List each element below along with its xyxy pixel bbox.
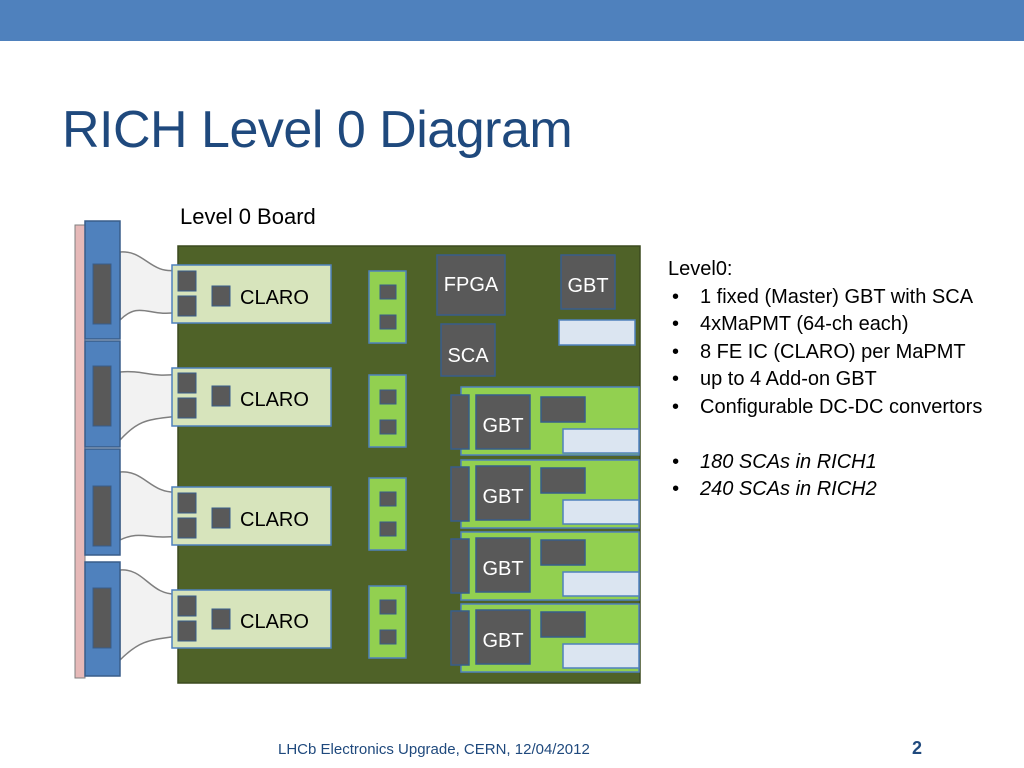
claro-connector-pin [177, 620, 197, 642]
notes-heading: Level0: [668, 258, 733, 280]
note-item: up to 4 Add-on GBT [668, 366, 1008, 394]
claro-module-4 [171, 589, 332, 649]
addon-connector [450, 466, 470, 522]
ribbon-cable-2 [119, 370, 179, 442]
notes-panel: Level0: 1 fixed (Master) GBT with SCA 4x… [668, 256, 1008, 504]
dcdc-chip [379, 419, 397, 435]
sca-count-list: 180 SCAs in RICH1 240 SCAs in RICH2 [668, 449, 1008, 504]
addon-connector [450, 394, 470, 450]
dcdc-chip [379, 629, 397, 645]
addon-small-chip [540, 396, 586, 423]
dcdc-chip [379, 491, 397, 507]
addon-gbt-label: GBT [482, 486, 523, 508]
note-item: Configurable DC-DC convertors [668, 394, 1008, 422]
claro-connector-pin [177, 295, 197, 317]
board-label: Level 0 Board [180, 204, 316, 229]
sca-count-item: 240 SCAs in RICH2 [668, 476, 1008, 504]
dcdc-chip [379, 599, 397, 615]
sca-count-item: 180 SCAs in RICH1 [668, 449, 1008, 477]
pmt-plug-4 [92, 587, 112, 649]
claro-chip [211, 608, 231, 630]
ribbon-cable-4 [119, 569, 179, 662]
slide-title: RICH Level 0 Diagram [62, 101, 573, 159]
addon-gbt-chip [475, 537, 531, 593]
claro-connector-pin [177, 372, 197, 394]
dcdc-converter-3 [368, 477, 407, 551]
ribbon-cable-1 [119, 251, 179, 322]
dcdc-chip [379, 521, 397, 537]
claro-label: CLARO [240, 509, 309, 531]
claro-connector-pin [177, 492, 197, 514]
note-item: 4xMaPMT (64-ch each) [668, 311, 1008, 339]
pmt-plug-1 [92, 263, 112, 325]
page-number: 2 [912, 738, 923, 758]
addon-connector [450, 610, 470, 666]
claro-connector-pin [177, 270, 197, 292]
fpga-label: FPGA [444, 274, 499, 296]
claro-module-3 [171, 486, 332, 546]
addon-gbt-label: GBT [482, 558, 523, 580]
claro-label: CLARO [240, 287, 309, 309]
claro-chip [211, 285, 231, 307]
master-optical-slot [558, 319, 636, 346]
claro-connector-pin [177, 595, 197, 617]
pmt-plug-3 [92, 485, 112, 547]
claro-connector-pin [177, 517, 197, 539]
dcdc-chip [379, 314, 397, 330]
claro-label: CLARO [240, 389, 309, 411]
claro-connector-pin [177, 397, 197, 419]
addon-gbt-chip [475, 394, 531, 450]
dcdc-chip [379, 284, 397, 300]
sca-label: SCA [447, 345, 489, 367]
ribbon-cable-3 [119, 471, 179, 542]
note-item: 8 FE IC (CLARO) per MaPMT [668, 339, 1008, 367]
pmt-plug-2 [92, 365, 112, 427]
claro-label: CLARO [240, 611, 309, 633]
claro-chip [211, 507, 231, 529]
master-gbt-label: GBT [567, 275, 608, 297]
addon-gbt-label: GBT [482, 415, 523, 437]
notes-list: 1 fixed (Master) GBT with SCA 4xMaPMT (6… [668, 284, 1008, 422]
claro-chip [211, 385, 231, 407]
addon-optical-slot [562, 428, 640, 454]
dcdc-converter-1 [368, 270, 407, 344]
pmt-pink-strip [74, 224, 86, 679]
claro-module-2 [171, 367, 332, 427]
addon-gbt-chip [475, 465, 531, 521]
addon-connector [450, 538, 470, 594]
addon-small-chip [540, 539, 586, 566]
addon-gbt-chip [475, 609, 531, 665]
master-gbt-chip [560, 254, 616, 310]
footer-text: LHCb Electronics Upgrade, CERN, 12/04/20… [278, 741, 590, 758]
addon-gbt-label: GBT [482, 630, 523, 652]
addon-optical-slot [562, 643, 640, 669]
dcdc-converter-2 [368, 374, 407, 448]
addon-small-chip [540, 611, 586, 638]
sca-chip [440, 323, 496, 377]
fpga-chip [436, 254, 506, 316]
note-item: 1 fixed (Master) GBT with SCA [668, 284, 1008, 312]
addon-optical-slot [562, 571, 640, 597]
addon-small-chip [540, 467, 586, 494]
addon-optical-slot [562, 499, 640, 525]
header-bar [0, 0, 1024, 41]
claro-module-1 [171, 264, 332, 324]
dcdc-converter-4 [368, 585, 407, 659]
dcdc-chip [379, 389, 397, 405]
